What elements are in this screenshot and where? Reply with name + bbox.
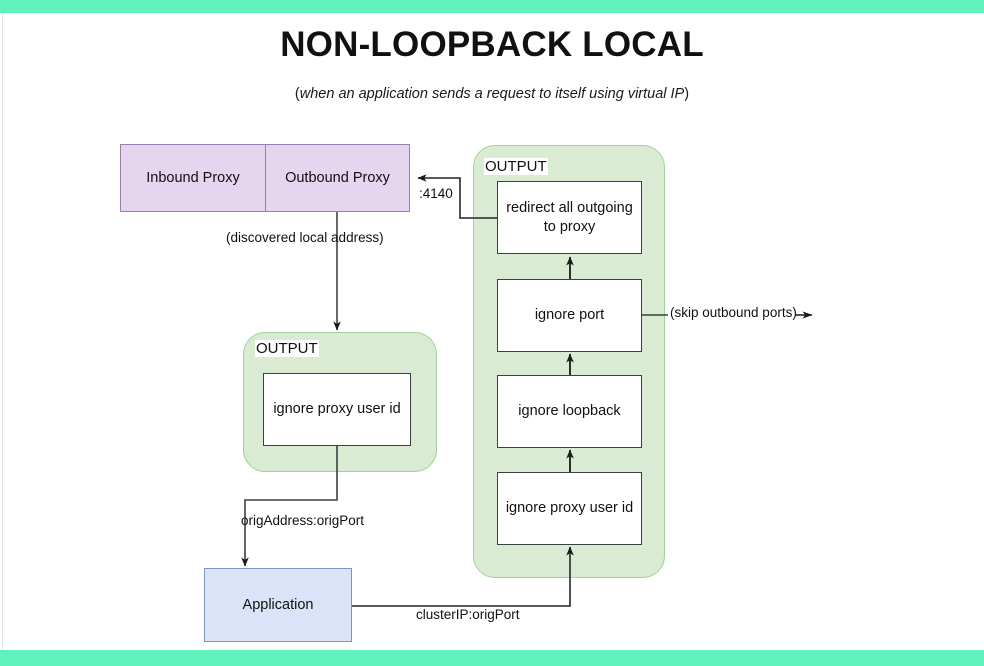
outbound-proxy-box[interactable]: Outbound Proxy xyxy=(265,145,409,211)
output-group-left-label: OUTPUT xyxy=(255,340,319,357)
subtitle-paren-close: ) xyxy=(684,86,690,102)
box-ignore-loopback[interactable]: ignore loopback xyxy=(497,375,642,448)
box-ignore-proxy-user-id-left[interactable]: ignore proxy user id xyxy=(263,373,411,446)
left-edge-rule xyxy=(2,13,3,650)
top-accent-bar xyxy=(0,0,984,13)
box-label: redirect all outgoing to proxy xyxy=(506,199,633,237)
page-title: NON-LOOPBACK LOCAL xyxy=(280,25,704,64)
edge-label-port-4140: :4140 xyxy=(419,186,453,201)
inbound-proxy-label: Inbound Proxy xyxy=(146,170,240,186)
box-label: ignore proxy user id xyxy=(273,401,401,417)
box-ignore-proxy-user-id-right[interactable]: ignore proxy user id xyxy=(497,472,642,545)
box-redirect-all-outgoing-to-proxy[interactable]: redirect all outgoing to proxy xyxy=(497,181,642,254)
edge-label-cluster-ip-port: clusterIP:origPort xyxy=(416,607,520,622)
box-label: Application xyxy=(242,597,314,613)
proxy-container: Inbound Proxy Outbound Proxy xyxy=(120,144,410,212)
subtitle-paren-open: ( xyxy=(294,86,300,102)
bottom-accent-bar xyxy=(0,650,984,666)
inbound-proxy-box[interactable]: Inbound Proxy xyxy=(121,145,265,211)
subtitle-text: when an application sends a request to i… xyxy=(299,86,685,102)
edge-label-skip-outbound-ports: (skip outbound ports) xyxy=(670,305,797,320)
box-label: ignore loopback xyxy=(518,403,621,419)
box-label-line2: to proxy xyxy=(543,218,596,235)
outbound-proxy-label: Outbound Proxy xyxy=(285,170,390,186)
box-label: ignore proxy user id xyxy=(505,500,634,516)
box-application[interactable]: Application xyxy=(204,568,352,642)
edge-label-discovered-local-address: (discovered local address) xyxy=(226,230,384,245)
page-subtitle: (when an application sends a request to … xyxy=(0,86,984,102)
box-ignore-port[interactable]: ignore port xyxy=(497,279,642,352)
box-label: ignore port xyxy=(534,307,605,323)
box-label-line1: redirect all outgoing xyxy=(506,199,633,216)
edge-label-orig-address-port: origAddress:origPort xyxy=(241,513,365,528)
output-group-right-label: OUTPUT xyxy=(484,158,548,175)
